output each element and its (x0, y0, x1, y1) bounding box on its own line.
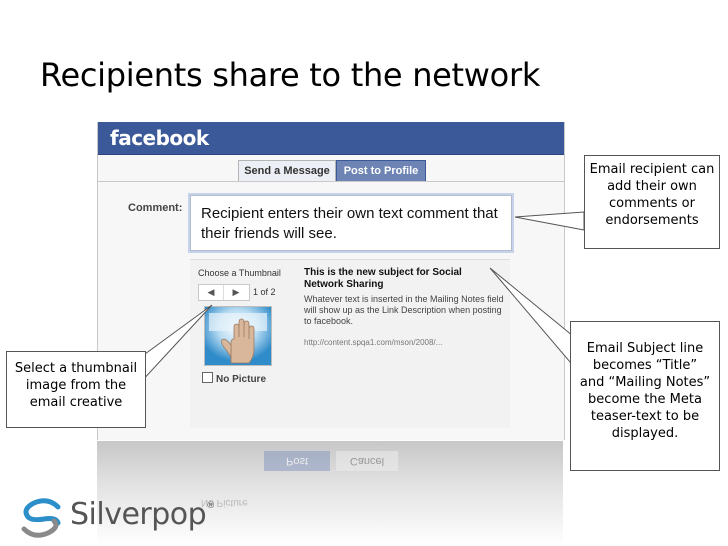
slide-title: Recipients share to the network (40, 56, 541, 94)
registered-mark: ® (206, 501, 215, 511)
choose-thumbnail-label: Choose a Thumbnail (198, 268, 281, 278)
tab-post-to-profile[interactable]: Post to Profile (336, 160, 426, 181)
silverpop-logo: Silverpop® (18, 495, 238, 541)
thumbnail-image[interactable] (204, 306, 272, 366)
silverpop-swirl-icon (21, 498, 61, 538)
callout-line: becomes “Title” (592, 358, 698, 373)
tab-bar: Send a Message Post to Profile (98, 155, 564, 182)
dialog-body: Send a Message Post to Profile Comment: … (98, 155, 564, 440)
subject-callout: Email Subject line becomes “Title” and “… (570, 321, 720, 471)
link-attachment-panel: Choose a Thumbnail ◀ ▶ 1 of 2 (190, 259, 510, 428)
no-picture-checkbox[interactable] (202, 372, 213, 383)
callout-line: become the Meta (588, 392, 702, 407)
post-button-reflection: Post (264, 451, 330, 471)
tab-send-message[interactable]: Send a Message (238, 160, 336, 181)
facebook-logo: facebook (110, 126, 209, 150)
callout-line: teaser-text to be (590, 409, 700, 424)
callout-line: Email Subject line (586, 341, 704, 356)
dialog-reflection: Post Cancel No Picture (97, 441, 563, 545)
link-url: http://content.spqa1.com/mson/2008/... (304, 338, 443, 347)
link-description: Whatever text is inserted in the Mailing… (304, 294, 504, 326)
callout-line: displayed. (611, 426, 679, 441)
thumbnail-callout: Select a thumbnail image from the email … (6, 351, 146, 428)
callout-line: add their own (607, 179, 697, 194)
callout-line: and “Mailing Notes” (579, 375, 711, 390)
comment-text: Recipient enters their own text comment … (201, 205, 498, 242)
comment-input[interactable]: Recipient enters their own text comment … (190, 195, 512, 251)
callout-line: Select a thumbnail (14, 361, 138, 376)
callout-line: endorsements (605, 213, 699, 228)
comment-callout: Email recipient can add their own commen… (584, 155, 720, 249)
silverpop-wordmark: Silverpop® (70, 497, 215, 532)
no-picture-label: No Picture (216, 374, 267, 385)
previous-thumbnail-button[interactable]: ◀ (199, 285, 224, 300)
facebook-share-dialog: facebook Send a Message Post to Profile … (97, 122, 565, 440)
callout-line: image from the (25, 378, 127, 393)
facebook-header: facebook (98, 122, 564, 155)
thumbnail-hand-image-icon (205, 307, 271, 365)
callout-line: comments or (609, 196, 695, 211)
next-thumbnail-button[interactable]: ▶ (232, 287, 240, 297)
comment-label: Comment: (128, 202, 183, 214)
no-picture-option[interactable]: No Picture (202, 372, 266, 385)
callout-line: Email recipient can (589, 162, 715, 177)
link-title: This is the new subject for Social Netwo… (304, 267, 462, 290)
callout-line: email creative (29, 395, 123, 410)
cancel-button-reflection: Cancel (336, 451, 398, 471)
thumbnail-count: 1 of 2 (253, 287, 276, 297)
thumbnail-pager: ◀ ▶ (198, 284, 250, 301)
brand-name: Silverpop (70, 497, 207, 532)
